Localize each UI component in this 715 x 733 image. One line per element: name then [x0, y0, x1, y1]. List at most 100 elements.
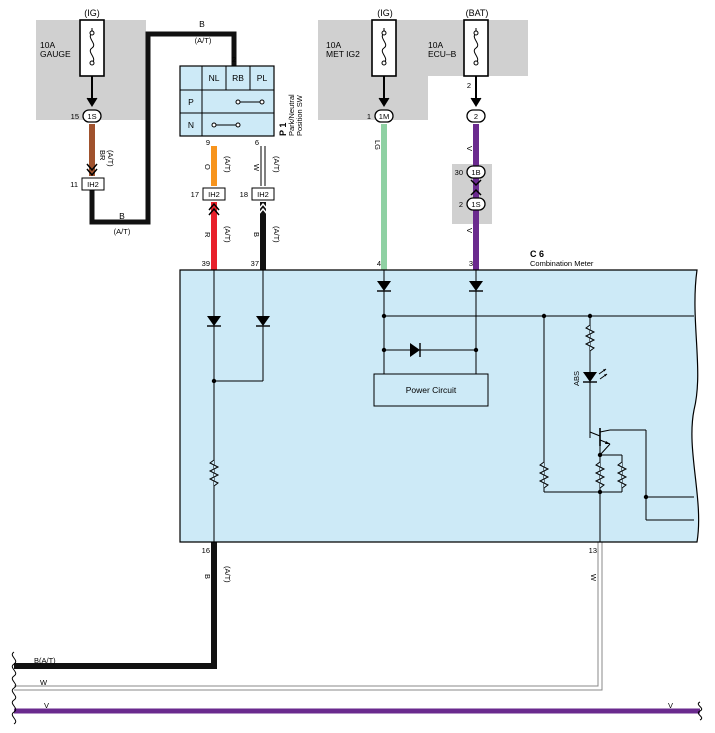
svg-text:(A/T): (A/T)	[272, 156, 281, 173]
svg-text:W: W	[40, 678, 48, 687]
diode-icon	[469, 281, 483, 292]
svg-text:30: 30	[455, 168, 463, 177]
connector-1m: 1M 1	[367, 109, 394, 123]
svg-text:IH2: IH2	[257, 190, 269, 199]
svg-text:11: 11	[70, 180, 78, 189]
svg-text:V: V	[465, 146, 474, 151]
svg-text:(A/T): (A/T)	[114, 227, 131, 236]
svg-text:10A: 10A	[428, 40, 443, 50]
svg-text:(IG): (IG)	[377, 8, 393, 18]
svg-text:37: 37	[251, 259, 259, 268]
svg-text:4: 4	[377, 259, 381, 268]
svg-text:10A: 10A	[40, 40, 55, 50]
svg-text:(IG): (IG)	[84, 8, 100, 18]
combination-meter: C 6 Combination Meter 39 37 4 3 16 13	[179, 249, 700, 555]
junction-ih2-11: IH2 11	[70, 163, 105, 191]
svg-text:1B: 1B	[471, 168, 480, 177]
svg-text:1S: 1S	[471, 200, 480, 209]
svg-text:(A/T): (A/T)	[272, 226, 281, 243]
transistor-icon	[589, 428, 611, 456]
fuse-icon	[473, 28, 479, 66]
svg-text:ABS: ABS	[572, 371, 581, 386]
resistor-icon	[208, 459, 220, 487]
svg-text:GAUGE: GAUGE	[40, 49, 71, 59]
fuse-icon	[381, 28, 387, 66]
svg-text:IH2: IH2	[208, 190, 220, 199]
fuse-gauge: (IG) 10A GAUGE	[36, 8, 146, 120]
svg-text:Position SW: Position SW	[295, 94, 304, 136]
svg-text:(A/T): (A/T)	[223, 226, 232, 243]
diode-icon	[207, 316, 221, 327]
resistor-icon	[584, 324, 596, 352]
svg-text:13: 13	[589, 546, 597, 555]
svg-text:16: 16	[202, 546, 210, 555]
svg-text:R: R	[203, 232, 212, 238]
svg-text:C 6: C 6	[530, 249, 544, 259]
junction-ih2-17: IH2 17	[191, 187, 226, 216]
svg-text:2: 2	[474, 112, 478, 121]
power-circuit-block	[373, 373, 489, 407]
svg-text:PL: PL	[257, 73, 268, 83]
svg-text:RB: RB	[232, 73, 244, 83]
svg-text:ECU–B: ECU–B	[428, 49, 457, 59]
svg-text:39: 39	[202, 259, 210, 268]
svg-text:IH2: IH2	[87, 180, 99, 189]
svg-text:(BAT): (BAT)	[466, 8, 489, 18]
svg-text:(A/T): (A/T)	[223, 566, 232, 583]
svg-text:P 1: P 1	[278, 123, 288, 136]
svg-text:NL: NL	[209, 73, 220, 83]
connector-ecu-b: 2	[466, 109, 486, 123]
svg-text:Park/Neutral: Park/Neutral	[287, 94, 296, 136]
svg-text:2: 2	[459, 200, 463, 209]
svg-text:BR: BR	[98, 150, 107, 161]
svg-text:1M: 1M	[379, 112, 389, 121]
svg-text:V: V	[465, 228, 474, 233]
svg-text:1: 1	[367, 112, 371, 121]
svg-text:LG: LG	[373, 140, 382, 150]
svg-text:B: B	[199, 19, 205, 29]
junction-1s: 1S 2	[459, 197, 486, 211]
svg-text:3: 3	[469, 259, 473, 268]
svg-text:17: 17	[191, 190, 199, 199]
svg-text:Power Circuit: Power Circuit	[406, 385, 457, 395]
wire-b-ig	[89, 31, 237, 225]
svg-text:B: B	[203, 574, 212, 579]
svg-text:15: 15	[71, 112, 79, 121]
switch-contact-p	[235, 99, 265, 105]
svg-text:(A/T): (A/T)	[195, 36, 212, 45]
diode-icon	[410, 343, 421, 357]
wire-break-mark	[11, 651, 17, 725]
junction-ih2-18: IH2 18	[240, 187, 275, 216]
svg-text:B(A/T): B(A/T)	[34, 656, 56, 665]
wire-break-mark-right	[697, 701, 703, 721]
svg-text:Combination Meter: Combination Meter	[530, 259, 594, 268]
resistor-icon	[594, 461, 606, 489]
svg-text:W: W	[589, 574, 598, 582]
switch-contact-n	[211, 122, 241, 128]
svg-text:W: W	[252, 164, 261, 172]
svg-text:B: B	[252, 232, 261, 237]
svg-text:V: V	[44, 701, 49, 710]
svg-text:P: P	[188, 97, 194, 107]
svg-text:10A: 10A	[326, 40, 341, 50]
junction-1b: 1B 30	[455, 165, 486, 196]
diode-icon	[256, 316, 270, 327]
abs-led-icon	[583, 368, 608, 383]
diode-icon	[377, 281, 391, 292]
svg-text:6: 6	[255, 138, 259, 147]
fuse-icon	[89, 28, 95, 66]
svg-text:V: V	[668, 701, 673, 710]
svg-text:18: 18	[240, 190, 248, 199]
svg-text:O: O	[203, 164, 212, 170]
svg-text:9: 9	[206, 138, 210, 147]
svg-text:MET IG2: MET IG2	[326, 49, 360, 59]
svg-text:1S: 1S	[87, 112, 96, 121]
fuse-met-ig2: (IG) 10A MET IG2	[318, 8, 428, 120]
park-neutral-switch: NL RB PL P N 2 9 6 P 1 Park/Neutral Posi…	[179, 55, 304, 147]
svg-text:2: 2	[467, 81, 471, 90]
wire-b-ground	[14, 542, 217, 669]
fuse-ecu-b: (BAT) 10A ECU–B 2	[424, 8, 528, 107]
connector-1s-gauge: 1S 15	[71, 109, 102, 123]
resistor-icon	[538, 461, 550, 489]
